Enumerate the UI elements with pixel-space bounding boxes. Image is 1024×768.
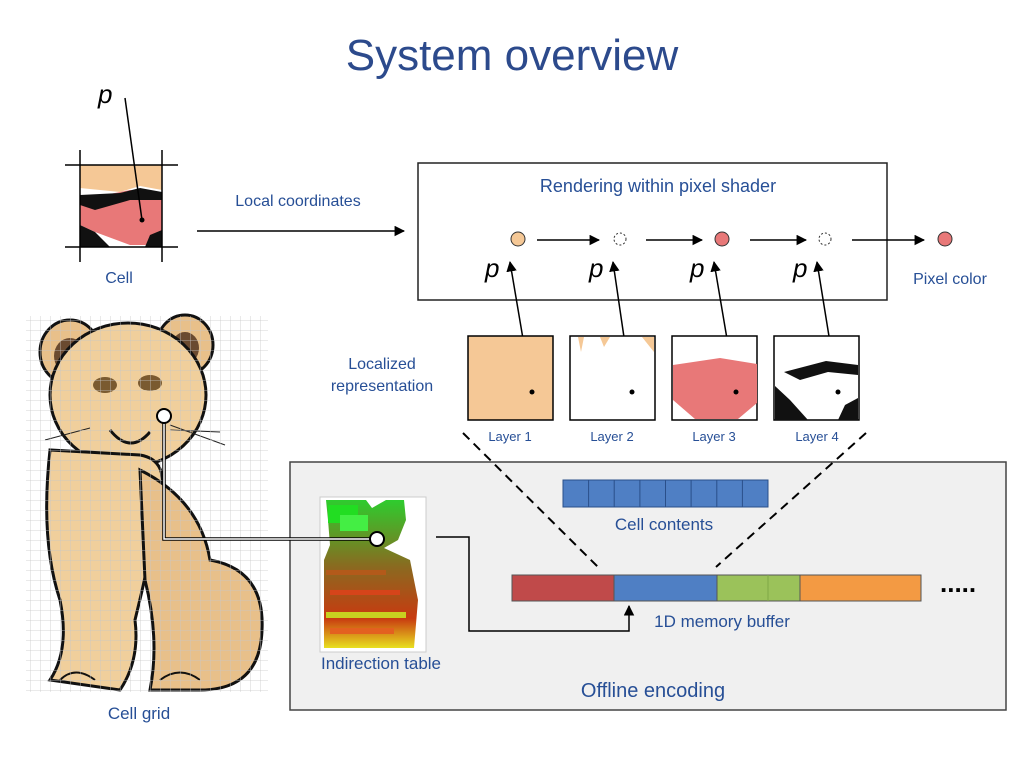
layer3-label: Layer 3 [692,429,735,444]
layer4-empty-dot [818,232,832,246]
grid-selected-cell [156,408,172,424]
table-selected-entry [369,531,385,547]
localized-label-line1: Localized [348,356,416,373]
indirection-table-image [319,496,427,653]
pixel-color-label: Pixel color [913,271,987,288]
cell-grid-label: Cell grid [108,704,170,723]
page-title: System overview [346,31,679,80]
cell-illustration [65,97,178,262]
layer4-label: Layer 4 [795,429,838,444]
cell-contents-block [562,479,769,508]
buffer-ellipsis: ..... [940,568,976,598]
table-to-buffer-arrow [436,536,635,632]
layer1-color-dot [510,231,526,247]
p-label-4: p [792,253,807,283]
indirection-table-label: Indirection table [321,654,441,673]
local-coordinates-label: Local coordinates [235,193,360,210]
p-label-2: p [588,253,603,283]
layer1-tile [467,335,554,421]
offline-encoding-label: Offline encoding [581,680,725,702]
layer4-tile [773,335,860,421]
rendering-title: Rendering within pixel shader [540,176,776,196]
buffer-label: 1D memory buffer [654,612,790,631]
cell-label: Cell [105,270,133,287]
localized-label-line2: representation [331,378,433,395]
layer2-empty-dot [613,232,627,246]
layer1-label: Layer 1 [488,429,531,444]
layer2-label: Layer 2 [590,429,633,444]
rendering-box [417,162,888,301]
cell-grid-image [26,313,268,692]
cell-contents-label: Cell contents [615,515,713,534]
layer2-tile [569,335,656,421]
p-label-1: p [484,253,499,283]
pixel-color-dot [937,231,953,247]
layer3-tile [671,335,758,421]
memory-buffer [511,574,922,602]
p-label-top: p [97,79,112,109]
layer3-color-dot [714,231,730,247]
p-label-3: p [689,253,704,283]
